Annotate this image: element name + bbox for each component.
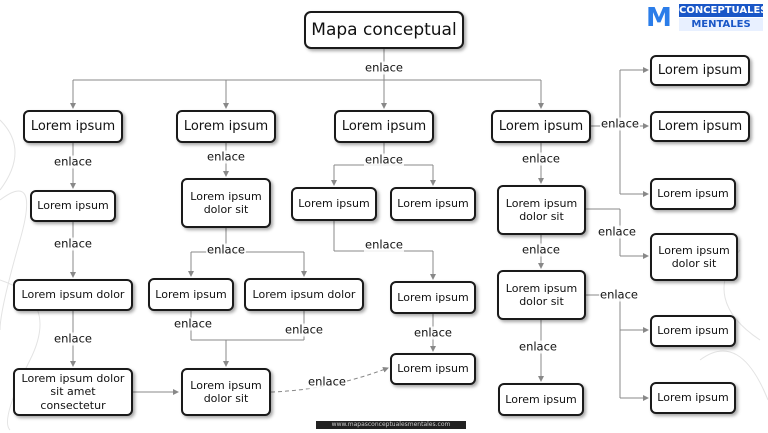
link-label-c-bot: enlace: [412, 325, 454, 340]
concept-n4[interactable]: Lorem ipsum: [491, 110, 591, 143]
link-label-a-top: enlace: [52, 154, 94, 169]
concept-c2[interactable]: Lorem ipsum: [390, 187, 476, 221]
concept-d2[interactable]: Lorem ipsum dolor sit: [497, 270, 586, 320]
link-label-d-bot: enlace: [517, 339, 559, 354]
link-label-c-mid: enlace: [363, 237, 405, 252]
concept-r2[interactable]: Lorem ipsum: [650, 111, 750, 142]
root-concept[interactable]: Mapa conceptual: [304, 11, 464, 49]
concept-r3[interactable]: Lorem ipsum: [650, 178, 736, 210]
logo-line-2: MENTALES: [679, 18, 763, 31]
link-label-d-top: enlace: [520, 151, 562, 166]
link-label-b-right: enlace: [283, 322, 325, 337]
concept-d3[interactable]: Lorem ipsum: [498, 383, 584, 416]
link-label-b-top: enlace: [205, 149, 247, 164]
link-label-d-side2: enlace: [598, 287, 640, 302]
concept-b2[interactable]: Lorem ipsum: [148, 278, 234, 311]
concept-n1[interactable]: Lorem ipsum: [23, 110, 123, 143]
link-label-b-dash: enlace: [306, 374, 348, 389]
concept-a1[interactable]: Lorem ipsum: [30, 190, 116, 222]
concept-c4[interactable]: Lorem ipsum: [390, 353, 476, 385]
link-label-d-right: enlace: [599, 116, 641, 131]
link-label-a-mid: enlace: [52, 236, 94, 251]
link-label-d-side1: enlace: [596, 224, 638, 239]
logo-mark: M: [646, 3, 672, 33]
concept-r4[interactable]: Lorem ipsum dolor sit: [650, 233, 738, 281]
concept-b1[interactable]: Lorem ipsum dolor sit: [181, 178, 271, 228]
link-label-d-mid: enlace: [520, 242, 562, 257]
concept-r1[interactable]: Lorem ipsum: [650, 55, 750, 86]
link-label-a-bot: enlace: [52, 331, 94, 346]
concept-b3[interactable]: Lorem ipsum dolor: [244, 278, 364, 311]
concept-b4[interactable]: Lorem ipsum dolor sit: [181, 368, 271, 416]
link-label-b-left: enlace: [172, 316, 214, 331]
concept-r6[interactable]: Lorem ipsum: [650, 382, 736, 414]
concept-n2[interactable]: Lorem ipsum: [176, 110, 276, 143]
logo-line-1: CONCEPTUALES: [679, 4, 768, 17]
concept-n3[interactable]: Lorem ipsum: [334, 110, 434, 143]
footer-url: www.mapasconceptualesmentales.com: [316, 421, 466, 429]
link-label-c-top: enlace: [363, 152, 405, 167]
concept-a3[interactable]: Lorem ipsum dolor sit amet consectetur: [13, 368, 133, 416]
concept-r5[interactable]: Lorem ipsum: [650, 315, 736, 347]
link-label-root: enlace: [363, 60, 405, 75]
concept-c1[interactable]: Lorem ipsum: [291, 187, 377, 221]
link-label-b-mid: enlace: [205, 242, 247, 257]
concept-c3[interactable]: Lorem ipsum: [390, 281, 476, 314]
concept-d1[interactable]: Lorem ipsum dolor sit: [497, 185, 586, 235]
brand-logo: M CONCEPTUALES MENTALES: [646, 3, 768, 33]
concept-a2[interactable]: Lorem ipsum dolor: [13, 279, 133, 311]
